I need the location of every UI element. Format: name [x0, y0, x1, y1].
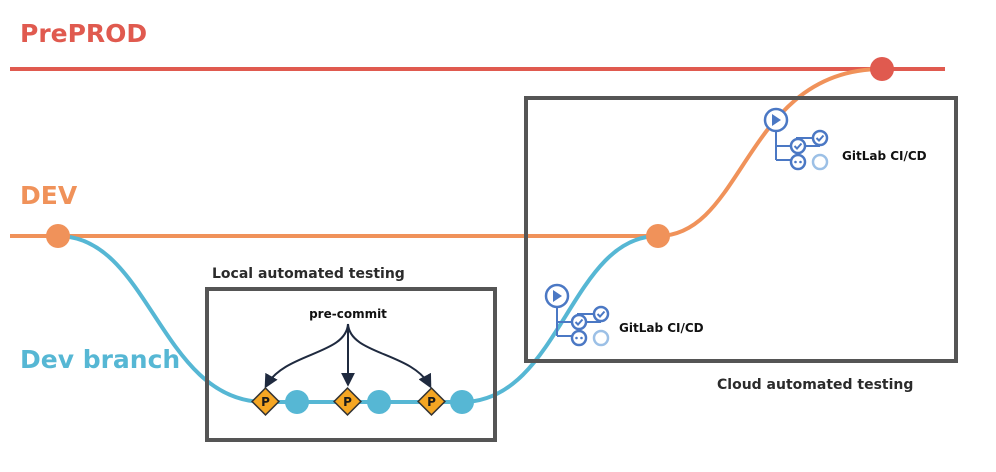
pre-commit-arrow-left: [264, 323, 349, 389]
pre-commit-marker-letter: P: [343, 395, 352, 409]
dev-branch-commit-1: [285, 390, 309, 414]
pre-commit-marker-letter: P: [427, 395, 436, 409]
pre-commit-marker-3: P: [417, 387, 446, 416]
dev-branch-commit-2: [367, 390, 391, 414]
dev-label: DEV: [20, 181, 78, 210]
cloud-testing-box: [524, 96, 958, 363]
preprod-label: PrePROD: [20, 19, 147, 48]
pre-commit-marker-letter: P: [261, 395, 270, 409]
dev-branch-commit-3: [450, 390, 474, 414]
gitlab-cicd-upper-label: GitLab CI/CD: [842, 149, 927, 163]
pre-commit-label: pre-commit: [309, 307, 387, 321]
pre-commit-marker-1: P: [251, 387, 280, 416]
dev-to-preprod-curve: [657, 67, 883, 238]
dev-branch-label: Dev branch: [20, 345, 180, 374]
dev-merge-node: [646, 224, 670, 248]
cloud-testing-title: Cloud automated testing: [717, 377, 913, 393]
pre-commit-arrow-right: [347, 323, 432, 389]
gitlab-cicd-lower-label: GitLab CI/CD: [619, 321, 704, 335]
dev-branch-origin-node: [46, 224, 70, 248]
gitlab-cicd-upper-icon: [763, 107, 829, 171]
local-testing-title: Local automated testing: [212, 266, 405, 282]
local-testing-box: [205, 287, 497, 442]
pre-commit-marker-2: P: [333, 387, 362, 416]
gitlab-cicd-lower-icon: [544, 283, 610, 347]
preprod-deploy-node: [870, 57, 894, 81]
